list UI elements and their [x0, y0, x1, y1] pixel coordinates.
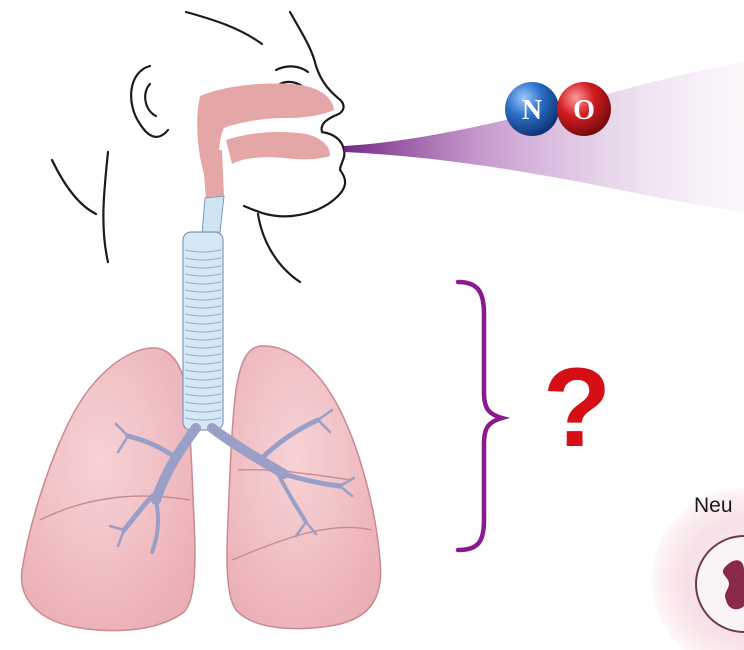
neutrophil-label: Neu	[694, 494, 733, 518]
ear-inner	[145, 84, 156, 116]
trachea	[183, 232, 223, 430]
left-lung	[22, 348, 195, 631]
nitrogen-label: N	[522, 95, 542, 126]
eyebrow	[276, 66, 308, 72]
larynx	[202, 196, 224, 234]
neck-back-line	[103, 152, 108, 262]
ear	[131, 66, 168, 137]
skull-line	[186, 12, 262, 44]
shoulder-line	[52, 160, 96, 214]
oral-cavity	[226, 132, 330, 164]
neck-front-line	[258, 214, 300, 282]
oxygen-label: O	[573, 95, 595, 126]
pharynx	[202, 150, 224, 200]
jaw-line	[244, 206, 292, 216]
right-lung	[227, 346, 381, 629]
curly-brace	[458, 282, 502, 550]
question-mark: ?	[532, 352, 622, 464]
exhaled-breath-stream	[344, 62, 744, 212]
